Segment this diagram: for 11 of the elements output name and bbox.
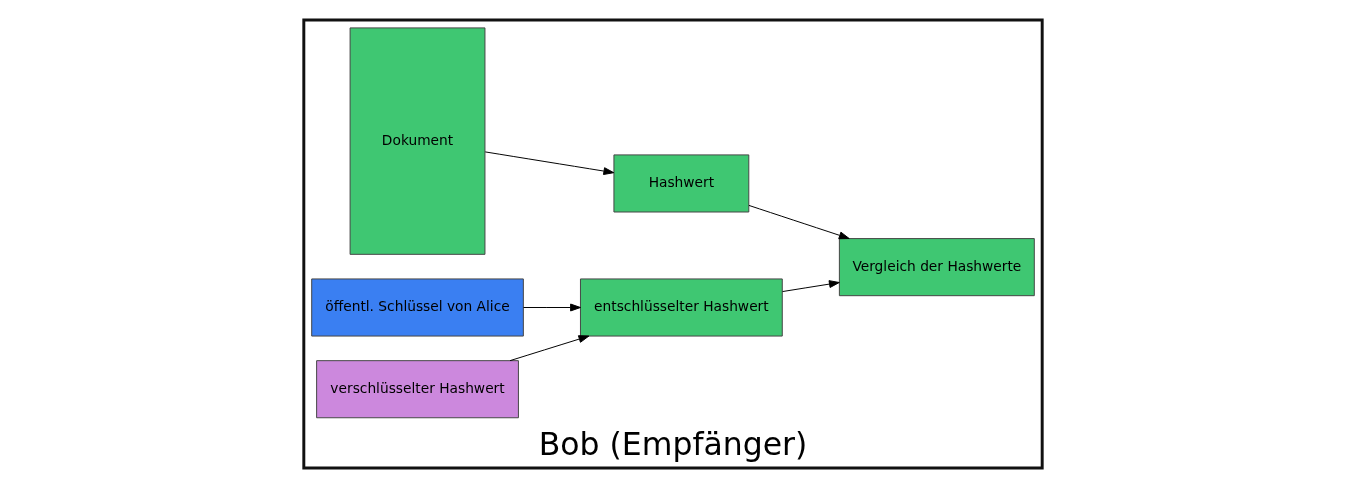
node-box: verschlüsselter Hashwert <box>316 360 519 419</box>
arrow <box>523 303 581 312</box>
arrow <box>782 280 840 293</box>
arrow <box>748 204 850 240</box>
arrow <box>509 335 590 362</box>
node-box: Vergleich der Hashwerte <box>838 238 1035 297</box>
node-box: entschlüsselter Hashwert <box>579 278 783 337</box>
node-box: Dokument <box>349 27 486 255</box>
node-box: öffentl. Schlüssel von Alice <box>311 278 524 337</box>
arrow <box>484 151 615 175</box>
node-box: Hashwert <box>613 154 750 213</box>
